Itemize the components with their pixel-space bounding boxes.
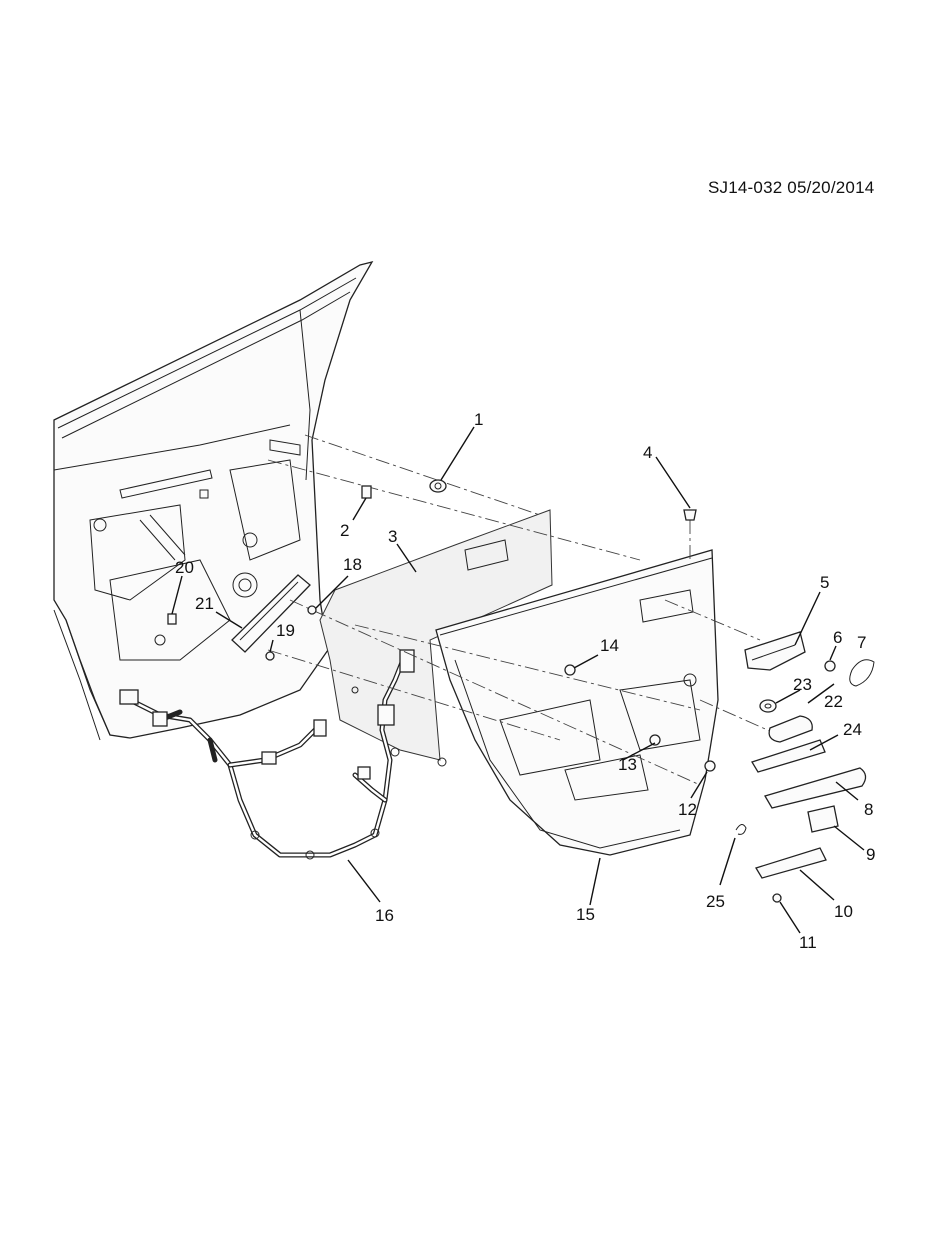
part-11-screw bbox=[772, 893, 782, 903]
diagram-code-date: SJ14-032 05/20/2014 bbox=[708, 178, 875, 197]
part-23-washer bbox=[759, 699, 777, 713]
callout-4: 4 bbox=[643, 443, 652, 462]
part-5-inside-handle bbox=[744, 631, 806, 671]
part-9-switch bbox=[807, 805, 839, 833]
callout-23: 23 bbox=[793, 675, 812, 694]
callout-20: 20 bbox=[175, 558, 194, 577]
callout-21: 21 bbox=[195, 594, 214, 613]
callout-6: 6 bbox=[833, 628, 842, 647]
callout-7: 7 bbox=[857, 633, 866, 652]
callout-25: 25 bbox=[706, 892, 725, 911]
callout-9: 9 bbox=[866, 845, 875, 864]
callout-12: 12 bbox=[678, 800, 697, 819]
part-8-pull-cup bbox=[764, 767, 867, 809]
callout-22: 22 bbox=[824, 692, 843, 711]
callout-18: 18 bbox=[343, 555, 362, 574]
part-13-clip bbox=[649, 734, 661, 746]
part-3-water-deflector bbox=[319, 509, 553, 767]
callout-1: 1 bbox=[474, 410, 483, 429]
callout-8: 8 bbox=[864, 800, 873, 819]
callout-labels: 1 2 3 4 5 6 7 8 9 10 11 12 13 14 15 16 1… bbox=[175, 410, 875, 952]
part-22-cap bbox=[768, 715, 813, 743]
callout-3: 3 bbox=[388, 527, 397, 546]
part-12-clip bbox=[704, 760, 716, 772]
callout-16: 16 bbox=[375, 906, 394, 925]
part-6-screw bbox=[824, 660, 836, 672]
part-1-retainer bbox=[429, 479, 447, 493]
callout-2: 2 bbox=[340, 521, 349, 540]
part-16-wiring-harness bbox=[119, 649, 415, 860]
part-15-trim-panel bbox=[435, 549, 719, 856]
part-19-screw bbox=[265, 651, 275, 661]
leader-lines bbox=[171, 426, 865, 934]
callout-14: 14 bbox=[600, 636, 619, 655]
part-20-clip bbox=[167, 613, 177, 625]
callout-13: 13 bbox=[618, 755, 637, 774]
small-parts bbox=[167, 479, 875, 903]
door-inner-frame bbox=[53, 260, 374, 741]
part-10-base bbox=[755, 847, 827, 879]
part-18-clip bbox=[307, 605, 317, 615]
part-2-clip bbox=[361, 485, 372, 499]
part-21-bezel bbox=[231, 574, 311, 653]
callout-19: 19 bbox=[276, 621, 295, 640]
part-24-bracket bbox=[751, 739, 826, 773]
callout-11: 11 bbox=[799, 933, 817, 952]
callout-15: 15 bbox=[576, 905, 595, 924]
part-25-spring bbox=[735, 824, 747, 835]
callout-24: 24 bbox=[843, 720, 862, 739]
callout-10: 10 bbox=[834, 902, 853, 921]
callout-5: 5 bbox=[820, 573, 829, 592]
part-4-plug bbox=[683, 509, 697, 521]
part-7-seal bbox=[849, 659, 875, 687]
part-14-clip bbox=[564, 664, 576, 676]
